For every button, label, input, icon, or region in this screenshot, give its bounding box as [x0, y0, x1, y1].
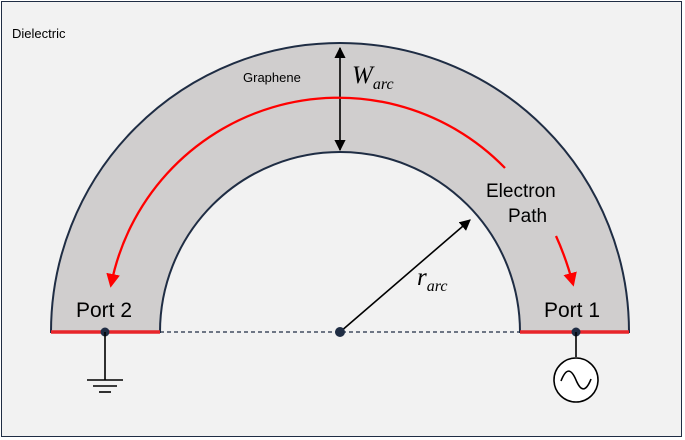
- ground-icon: [87, 327, 123, 393]
- electron-path-label-line1: Electron: [486, 181, 556, 202]
- port2-label: Port 2: [76, 299, 132, 322]
- dielectric-label: Dielectric: [12, 26, 66, 41]
- radius-label: rarc: [417, 264, 447, 295]
- electron-path-label-line2: Path: [508, 206, 547, 227]
- width-label: Warc: [352, 62, 394, 93]
- electron-path-arc: [106, 96, 506, 288]
- radius-arrow: [339, 219, 471, 333]
- graphene-arc: [49, 42, 631, 333]
- graphene-label: Graphene: [243, 70, 301, 85]
- electron-path-tail: [554, 235, 577, 287]
- port1-label: Port 1: [544, 299, 600, 322]
- center-dot: [335, 327, 345, 337]
- ac-source-icon: [553, 327, 599, 403]
